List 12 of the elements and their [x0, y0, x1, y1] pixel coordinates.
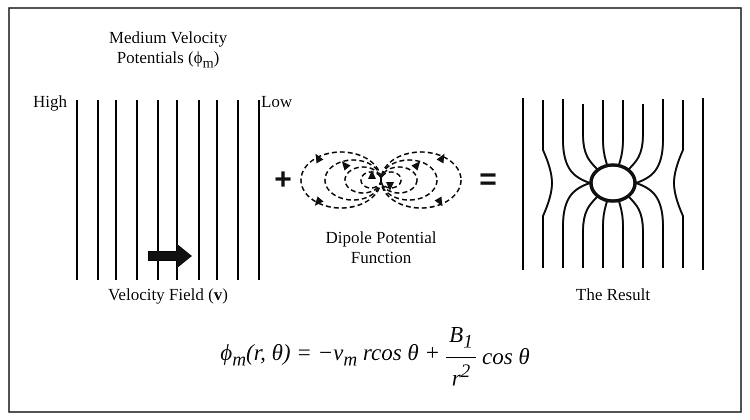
heading-text: Medium Velocity Potentials (ϕ$_{m}$)	[108, 28, 228, 74]
equation-text: ϕ$_{m}$(r, θ) = −v$_{m}$ rcos θ +	[220, 340, 440, 372]
plus-sign: +	[274, 165, 292, 195]
caption-text: Velocity Field (v)	[108, 285, 228, 305]
caption-text: The Result	[576, 285, 650, 305]
caption-text: Dipole Potential Function	[324, 228, 438, 268]
scale-label: High	[33, 92, 67, 112]
scale-label: Low	[261, 92, 292, 112]
fraction-numerator: B$_{1}$	[449, 322, 473, 355]
equation-text: cos θ	[482, 344, 530, 370]
equals-sign: =	[479, 165, 497, 195]
fraction-denominator: r$^{2}$	[452, 360, 470, 392]
